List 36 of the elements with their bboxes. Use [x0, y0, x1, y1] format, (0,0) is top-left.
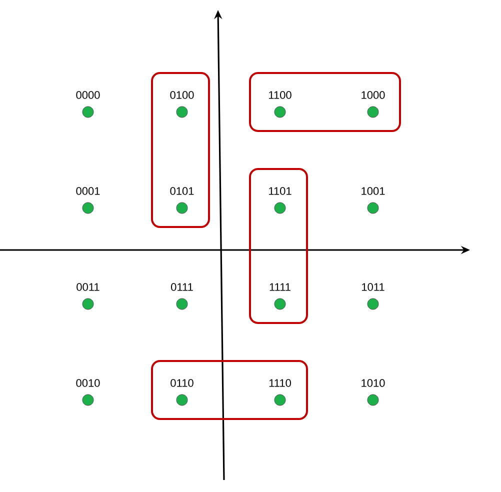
constellation-point: 0100 [170, 91, 194, 118]
group-outline [151, 360, 308, 420]
node-label: 0111 [171, 283, 193, 291]
constellation-point: 1101 [269, 187, 292, 214]
node-label: 0101 [170, 187, 194, 195]
constellation-point: 1011 [362, 283, 384, 310]
node-label: 0010 [76, 379, 100, 387]
constellation-point: 0000 [76, 91, 100, 118]
constellation-point: 1001 [362, 187, 385, 214]
node-label: 0110 [170, 379, 194, 387]
node-label: 0011 [76, 283, 100, 291]
node-label: 0000 [76, 91, 100, 99]
group-outline [151, 72, 210, 228]
node-label: 1000 [362, 91, 385, 99]
constellation-point: 1000 [362, 91, 385, 118]
constellation-point: 0101 [170, 187, 194, 214]
group-outline [249, 72, 401, 132]
node-label: 1010 [362, 379, 385, 387]
constellation-point: 0111 [171, 283, 193, 310]
node-label: 0001 [76, 187, 100, 195]
node-label: 1110 [269, 379, 291, 387]
constellation-point: 0110 [170, 379, 194, 406]
constellation-point: 1100 [269, 91, 292, 118]
constellation-point: 0010 [76, 379, 100, 406]
constellation-point: 1111 [270, 283, 290, 310]
node-label: 1100 [269, 91, 292, 99]
constellation-point: 0001 [76, 187, 100, 214]
node-label: 0100 [170, 91, 194, 99]
node-label: 1111 [270, 283, 290, 291]
constellation-point: 0011 [76, 283, 100, 310]
constellation-point: 1110 [269, 379, 291, 406]
constellation-point: 1010 [362, 379, 385, 406]
node-label: 1101 [269, 187, 292, 195]
group-outline [249, 168, 308, 324]
node-label: 1001 [362, 187, 385, 195]
node-label: 1011 [362, 283, 384, 291]
